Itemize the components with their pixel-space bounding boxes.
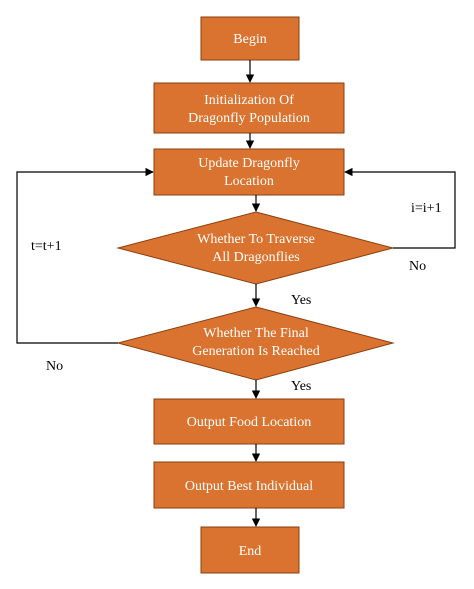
final-label-line2: Generation Is Reached [192,344,320,359]
init-label-line1: Initialization Of [204,93,294,108]
update-node [153,148,345,196]
traverse-yes-label: Yes [291,293,311,308]
final-no-label: No [46,359,63,374]
traverse-label-line1: Whether To Traverse [197,232,315,247]
edge-final-no-loop [16,167,154,344]
traverse-decision [116,211,395,285]
end-node [200,526,300,574]
begin-node [200,16,300,61]
i-increment-label: i=i+1 [411,201,442,216]
output-food-node [153,398,345,445]
final-yes-label: Yes [291,379,311,394]
traverse-label-line2: All Dragonflies [212,250,299,265]
t-increment-label: t=t+1 [31,239,62,254]
edge-traverse-no-loop [344,167,456,249]
output-best-node [153,461,345,509]
init-label-line2: Dragonfly Population [188,111,310,126]
update-label-line2: Location [224,174,274,189]
traverse-no-label: No [409,259,426,274]
update-label-line1: Update Dragonfly [198,156,299,171]
output-best-label: Output Best Individual [185,479,313,494]
init-node [153,82,345,134]
begin-label: Begin [233,32,266,47]
end-label: End [239,544,262,559]
final-label-line1: Whether The Final [203,326,309,341]
output-food-label: Output Food Location [187,415,311,430]
